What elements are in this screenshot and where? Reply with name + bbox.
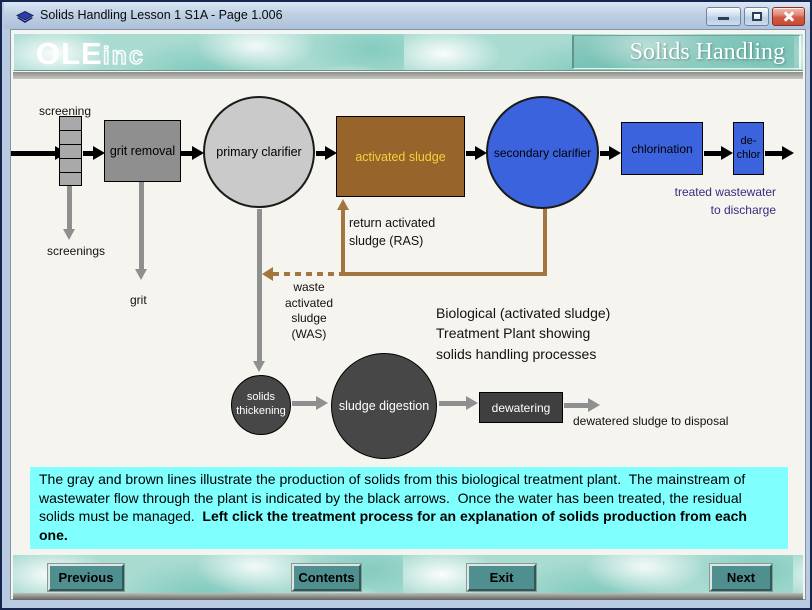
node-solids-thickening[interactable]: solids thickening [231,375,291,435]
ras-arrow-up [336,199,349,276]
plant-caption: Biological (activated sludge) Treatment … [436,305,611,362]
logo-text-sub: inc [102,41,145,70]
dewatered-sludge-label: dewatered sludge to disposal [573,414,729,428]
dewatered-disposal-arrow [564,398,600,412]
ras-label: return activated sludge (RAS) [349,216,436,248]
process-diagram: screening screenings grit removal grit p… [11,79,805,484]
header-band: OLEinc Solids Handling [13,33,803,71]
header-shadow [13,72,803,79]
screenings-label: screenings [47,244,106,258]
node-chlorination[interactable]: chlorination [621,122,703,175]
node-dewatering[interactable]: dewatering [479,392,563,423]
screening-label: screening [39,104,92,118]
instruction-panel: The gray and brown lines illustrate the … [30,467,788,549]
ole-inc-logo: OLEinc [36,36,145,72]
flow-arrow-chlorination-dechlor [704,146,733,160]
was-label: waste activated sludge (WAS) [284,280,334,341]
flow-arrow-discharge [765,146,794,160]
minimize-button[interactable] [706,7,741,26]
primary-solids-arrow [253,209,265,372]
node-primary-clarifier[interactable]: primary clarifier [203,96,315,208]
book-icon [16,11,34,23]
node-dechlorination[interactable]: de- chlor [733,122,764,175]
maximize-icon [751,12,762,21]
maximize-button[interactable] [744,7,769,26]
instruction-text-normal: The gray and brown lines illustrate the … [39,471,750,524]
grit-label: grit [130,293,147,307]
grit-arrow [135,182,147,280]
close-icon [783,11,794,22]
node-grit-removal[interactable]: grit removal [104,120,181,182]
thickening-digestion-arrow [292,396,328,410]
header-title-panel: Solids Handling [572,35,801,69]
flow-arrow-inlet [11,146,67,160]
close-button[interactable] [772,7,805,26]
contents-button[interactable]: Contents [291,563,362,592]
digestion-dewatering-arrow [439,396,478,410]
flow-arrow-primary-activated [316,146,337,160]
node-sludge-digestion[interactable]: sludge digestion [331,353,437,459]
node-screening[interactable] [59,116,82,186]
flow-arrow-activated-secondary [466,146,487,160]
exit-button[interactable]: Exit [466,563,537,592]
navigation-bar: Previous Contents Exit Next [13,554,803,593]
footer-shadow [13,593,803,600]
ras-line-horizontal [341,272,547,276]
title-bar: Solids Handling Lesson 1 S1A - Page 1.00… [4,2,810,29]
previous-button[interactable]: Previous [47,563,125,592]
instruction-text: The gray and brown lines illustrate the … [39,470,779,544]
was-dashed-arrow [262,267,341,281]
node-secondary-clarifier[interactable]: secondary clarifier [486,96,599,209]
treated-wastewater-label: treated wastewater to discharge [674,185,776,217]
minimize-icon [718,17,729,20]
ras-line-down [543,209,547,276]
screenings-arrow [63,186,75,240]
flow-arrow-screening-grit [83,146,105,160]
window-title: Solids Handling Lesson 1 S1A - Page 1.00… [40,8,283,22]
flow-arrow-secondary-chlorination [600,146,621,160]
lesson-content: OLEinc Solids Handling screening screeni… [10,29,806,600]
instruction-text-bold: Left click the treatment process for an … [39,508,751,543]
flow-arrow-grit-primary [181,146,204,160]
lesson-title: Solids Handling [629,38,785,65]
logo-text-main: OLE [36,36,103,71]
node-activated-sludge[interactable]: activated sludge [336,116,465,197]
next-button[interactable]: Next [709,563,773,592]
